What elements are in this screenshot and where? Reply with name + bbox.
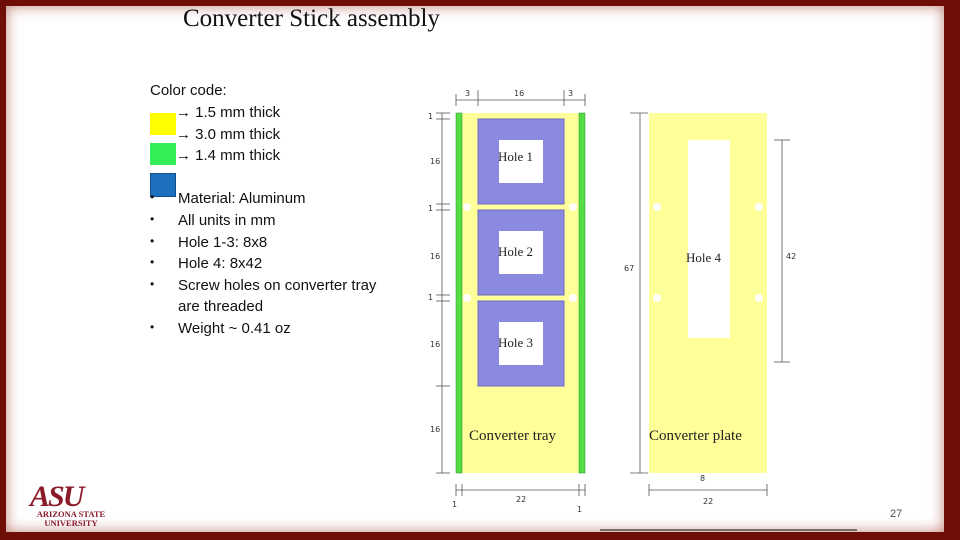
bullet-icon: • xyxy=(150,255,155,269)
dim-left-5: 1 xyxy=(428,293,433,302)
tray-label: Converter tray xyxy=(469,428,557,444)
bullet-icon: • xyxy=(150,190,155,204)
dimension-top xyxy=(455,90,586,106)
legend-item-2: → 3.0 mm thick xyxy=(176,126,281,143)
bullet-icon: • xyxy=(150,277,155,291)
dim-left-6: 16 xyxy=(430,340,440,349)
tray-rail-left xyxy=(455,112,463,474)
hole-1-window xyxy=(477,118,565,205)
asu-logo: ASU ARIZONA STATE UNIVERSITY xyxy=(24,480,118,530)
dimension-tray-height xyxy=(630,112,648,474)
hole-1-label: Hole 1 xyxy=(498,149,533,164)
yellow-swatch xyxy=(150,113,176,135)
screw-hole xyxy=(463,203,471,211)
screw-hole xyxy=(569,294,577,302)
dim-top-2: 16 xyxy=(514,89,524,98)
dimension-bottom-tray xyxy=(455,484,586,496)
dim-top-3: 3 xyxy=(568,89,573,98)
legend-item-3: → 1.4 mm thick xyxy=(176,147,281,164)
screw-hole xyxy=(653,203,661,211)
green-swatch xyxy=(150,143,176,165)
slide-title: Converter Stick assembly xyxy=(183,5,440,32)
bullet-icon: • xyxy=(150,212,155,226)
hole-4 xyxy=(688,140,730,338)
screw-hole xyxy=(569,203,577,211)
dim-top-1: 3 xyxy=(465,89,470,98)
bullet-icon: • xyxy=(150,320,155,334)
dim-left-1: 1 xyxy=(428,112,433,121)
hole-3 xyxy=(499,322,543,365)
dim-plate-inner: 8 xyxy=(700,474,705,483)
hole-2 xyxy=(499,231,543,274)
dim-hole4: 42 xyxy=(786,252,796,261)
dim-bottom-1: 1 xyxy=(452,500,457,509)
dim-left-7: 16 xyxy=(430,425,440,434)
dim-bottom-2: 22 xyxy=(516,495,526,504)
bullet-icon: • xyxy=(150,234,155,248)
screw-hole xyxy=(653,294,661,302)
tray-rail-right xyxy=(578,112,586,474)
dim-left-2: 16 xyxy=(430,157,440,166)
screw-hole xyxy=(463,294,471,302)
dim-tray-height: 67 xyxy=(624,264,634,273)
hole-2-label: Hole 2 xyxy=(498,244,533,259)
dimension-bottom-plate xyxy=(648,484,768,496)
blue-swatch xyxy=(150,173,176,197)
dim-bottom-3: 1 xyxy=(577,505,582,514)
plate-label: Converter plate xyxy=(649,428,742,444)
legend-item-1: → 1.5 mm thick xyxy=(176,104,281,121)
logo-text: ARIZONA STATE UNIVERSITY xyxy=(36,509,106,528)
hole-4-label: Hole 4 xyxy=(686,250,722,265)
hole-3-label: Hole 3 xyxy=(498,335,533,350)
dim-left-4: 16 xyxy=(430,252,440,261)
page-number: 27 xyxy=(890,508,903,520)
logo-mark: ASU xyxy=(30,480,84,513)
dim-plate-bottom: 22 xyxy=(703,497,713,506)
dimension-hole4 xyxy=(774,139,790,363)
hole-1 xyxy=(499,140,543,183)
dimension-left xyxy=(436,112,450,474)
screw-hole xyxy=(755,294,763,302)
screw-hole xyxy=(755,203,763,211)
dim-left-3: 1 xyxy=(428,204,433,213)
legend-heading: Color code: xyxy=(150,82,227,99)
